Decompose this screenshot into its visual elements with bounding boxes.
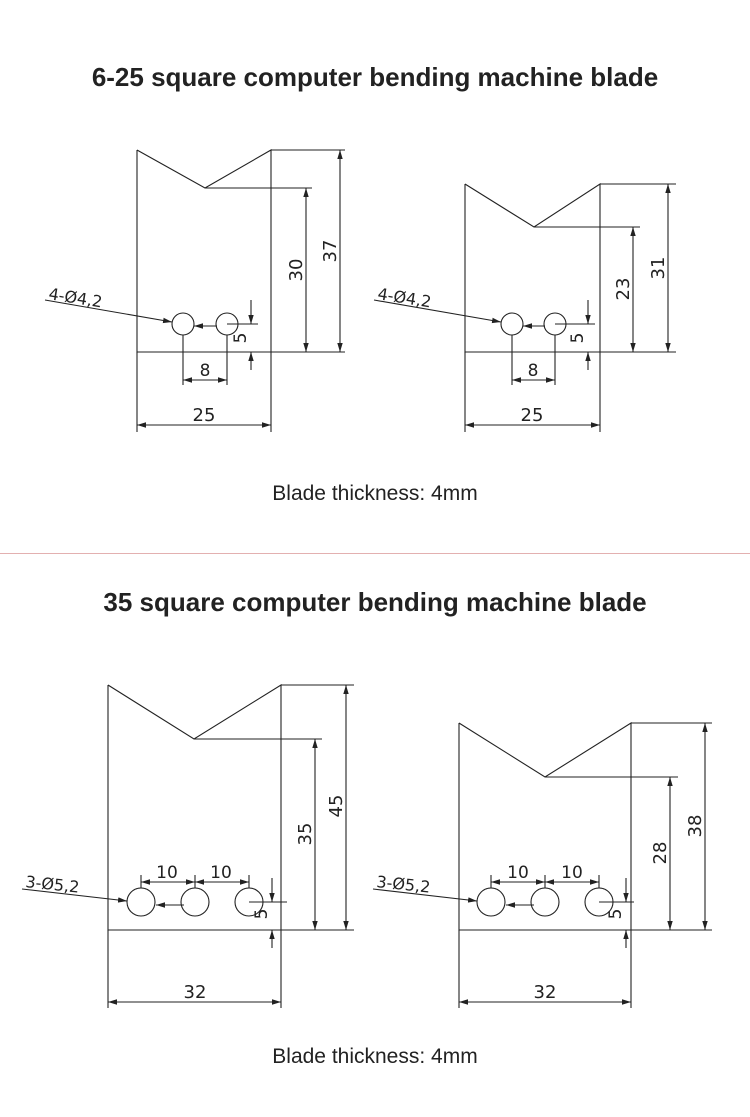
height-dimension: 31 xyxy=(648,257,669,280)
width-dimension: 25 xyxy=(521,405,544,426)
blade-outline xyxy=(107,684,282,931)
edge-dimension: 5 xyxy=(252,909,272,920)
hole xyxy=(180,887,210,917)
hole-callout: 3-Ø5,2 xyxy=(25,872,81,897)
blade-outline xyxy=(458,722,632,931)
edge-dimension: 5 xyxy=(231,333,251,344)
edge-dimension: 5 xyxy=(568,333,588,344)
spacing-dimension: 8 xyxy=(528,361,539,381)
height-dimension: 37 xyxy=(320,240,341,263)
spacing-dimension: 8 xyxy=(200,361,211,381)
hole xyxy=(476,887,506,917)
blade-outline xyxy=(136,149,272,353)
section-2-caption: Blade thickness: 4mm xyxy=(272,1045,478,1068)
section-2-title: 35 square computer bending machine blade xyxy=(103,587,647,617)
section-divider xyxy=(0,553,750,554)
width-dimension: 32 xyxy=(184,982,207,1003)
height-dimension: 45 xyxy=(326,795,347,818)
spacing-dimension: 10 xyxy=(210,863,232,883)
v-depth-dimension: 23 xyxy=(613,278,634,301)
hole-callout: 3-Ø5,2 xyxy=(376,872,432,897)
edge-dimension: 5 xyxy=(606,909,626,920)
blade-drawing-3 xyxy=(21,684,354,1008)
hole xyxy=(530,887,560,917)
width-dimension: 32 xyxy=(534,982,557,1003)
width-dimension: 25 xyxy=(193,405,216,426)
spacing-dimension: 10 xyxy=(561,863,583,883)
hole xyxy=(171,312,195,336)
spacing-dimension: 10 xyxy=(156,863,178,883)
section-1-caption: Blade thickness: 4mm xyxy=(272,482,478,505)
v-depth-dimension: 35 xyxy=(295,823,316,846)
blade-drawing-4 xyxy=(372,722,712,1008)
v-depth-dimension: 30 xyxy=(286,259,307,282)
hole xyxy=(500,312,524,336)
blade-drawing-1 xyxy=(44,149,345,432)
hole xyxy=(126,887,156,917)
spacing-dimension: 10 xyxy=(507,863,529,883)
blade-outline xyxy=(464,182,601,353)
hole-callout: 4-Ø4,2 xyxy=(376,284,432,311)
hole-callout: 4-Ø4,2 xyxy=(47,284,103,311)
section-1-title: 6-25 square computer bending machine bla… xyxy=(91,62,659,92)
section-2-drawings: 3-Ø5,2 10 10 5 32 35 45 3-Ø5,2 10 10 5 3… xyxy=(21,684,712,1008)
section-1-drawings: 4-Ø4,2 8 5 25 30 37 4-Ø4,2 8 5 25 23 31 xyxy=(44,149,676,432)
v-depth-dimension: 28 xyxy=(650,842,671,865)
height-dimension: 38 xyxy=(685,815,706,838)
blade-drawing-2 xyxy=(373,182,676,432)
